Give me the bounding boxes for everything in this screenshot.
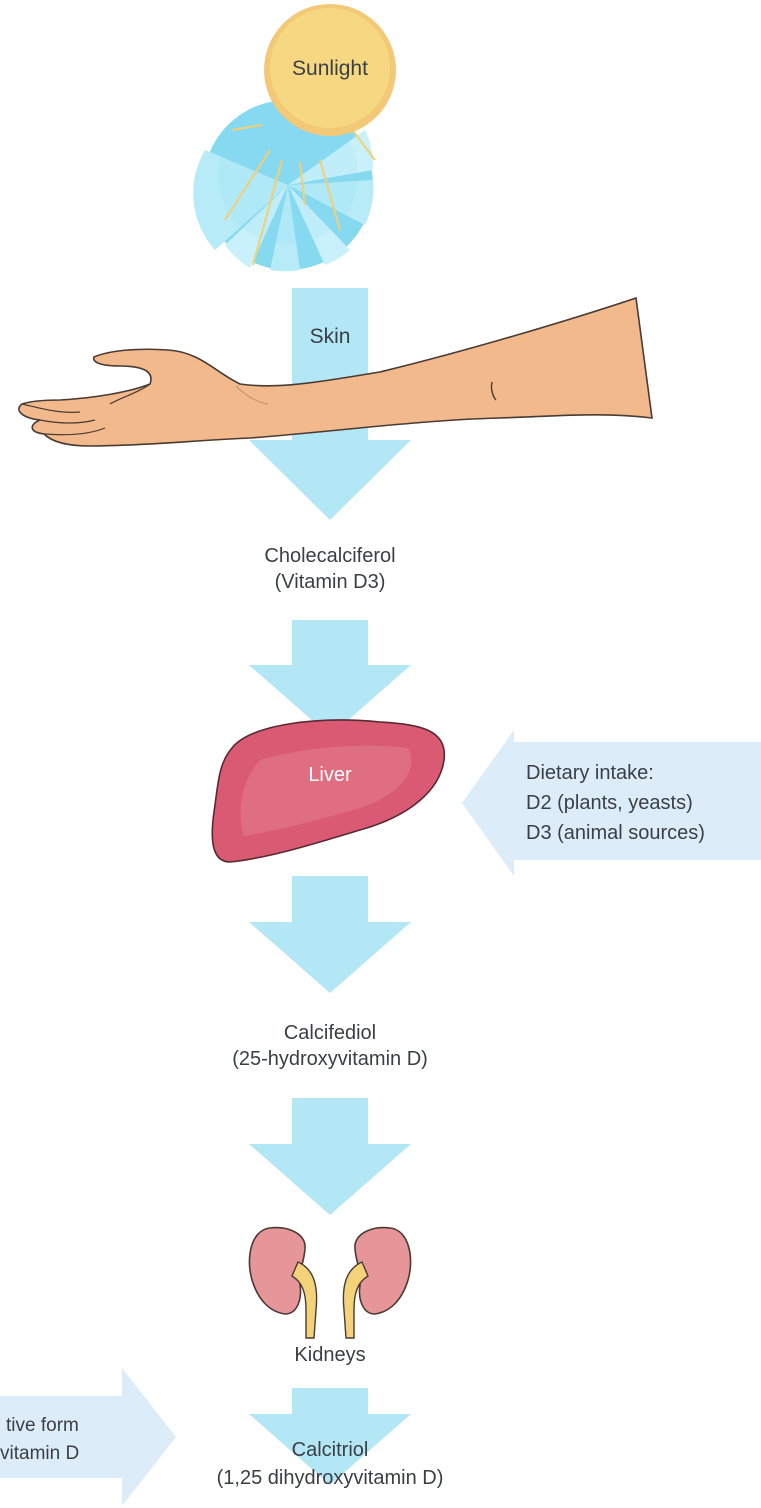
active-form-line1: tive form bbox=[6, 1412, 130, 1440]
liver-text: Liver bbox=[280, 762, 380, 788]
active-form-line2: vitamin D bbox=[0, 1440, 130, 1468]
kidneys-label: Kidneys bbox=[270, 1342, 390, 1368]
calcitriol-label: Calcitriol (1,25 dihydroxyvitamin D) bbox=[160, 1436, 500, 1492]
calcitriol-alias: (1,25 dihydroxyvitamin D) bbox=[160, 1464, 500, 1492]
liver-icon bbox=[212, 720, 444, 862]
sunlight-label: Sunlight bbox=[280, 56, 380, 82]
calcitriol-name: Calcitriol bbox=[160, 1436, 500, 1464]
calcifediol-alias: (25-hydroxyvitamin D) bbox=[180, 1046, 480, 1072]
active-form-label: tive form vitamin D bbox=[0, 1412, 130, 1468]
sun-icon bbox=[193, 4, 396, 271]
dietary-intake-d2: D2 (plants, yeasts) bbox=[526, 788, 756, 818]
arrow-to-liver bbox=[249, 620, 411, 736]
calcifediol-name: Calcifediol bbox=[180, 1020, 480, 1046]
cholecalciferol-name: Cholecalciferol bbox=[200, 543, 460, 569]
cholecalciferol-alias: (Vitamin D3) bbox=[200, 569, 460, 595]
dietary-intake-d3: D3 (animal sources) bbox=[526, 818, 756, 848]
kidneys-text: Kidneys bbox=[270, 1342, 390, 1368]
arrow-to-kidneys bbox=[249, 1098, 411, 1215]
liver-label: Liver bbox=[280, 762, 380, 788]
calcifediol-label: Calcifediol (25-hydroxyvitamin D) bbox=[180, 1020, 480, 1072]
cholecalciferol-label: Cholecalciferol (Vitamin D3) bbox=[200, 543, 460, 595]
kidneys-icon bbox=[249, 1228, 410, 1338]
dietary-intake-title: Dietary intake: bbox=[526, 758, 756, 788]
skin-label: Skin bbox=[290, 324, 370, 350]
arrow-to-calcifediol bbox=[249, 876, 411, 993]
sunlight-text: Sunlight bbox=[280, 56, 380, 82]
dietary-intake-label: Dietary intake: D2 (plants, yeasts) D3 (… bbox=[526, 758, 756, 848]
skin-text: Skin bbox=[290, 324, 370, 350]
